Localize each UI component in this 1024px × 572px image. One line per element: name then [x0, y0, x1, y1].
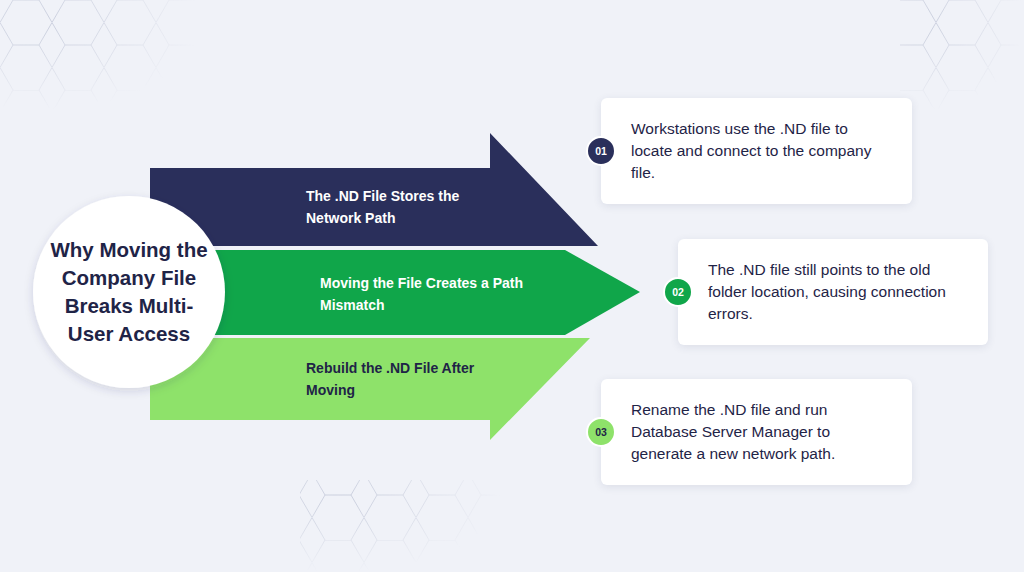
card-text: The .ND file still points to the old fol…	[708, 259, 966, 325]
title-circle-shape	[33, 196, 225, 388]
arrow-label: The .ND File Stores the Network Path	[306, 185, 486, 229]
arrow-band: Rebuild the .ND File After Moving	[306, 357, 486, 401]
callout-text: 01	[595, 145, 607, 157]
callout-text: 03	[595, 426, 607, 438]
arrow-band: The .ND File Stores the Network Path	[306, 185, 486, 229]
callout-number: 02	[663, 277, 693, 307]
description-card: Rename the .ND file and run Database Ser…	[601, 379, 912, 485]
arrow-shape	[150, 338, 590, 440]
description-card: Workstations use the .ND file to locate …	[601, 98, 912, 204]
hex-pattern	[300, 480, 500, 572]
card-text: Workstations use the .ND file to locate …	[631, 118, 890, 184]
hex-pattern	[900, 0, 1024, 110]
arrow-band: Moving the File Creates a Path Mismatch	[320, 272, 550, 316]
hex-pattern	[0, 0, 200, 110]
callout-text: 02	[672, 286, 684, 298]
callout-number: 03	[586, 417, 616, 447]
arrow-shape	[150, 133, 598, 246]
callout-number: 01	[586, 136, 616, 166]
card-text: Rename the .ND file and run Database Ser…	[631, 399, 890, 465]
title-text: Why Moving the Company File Breaks Multi…	[44, 236, 214, 348]
arrow-label: Rebuild the .ND File After Moving	[306, 357, 486, 401]
arrow-label: Moving the File Creates a Path Mismatch	[320, 272, 550, 316]
title-circle: Why Moving the Company File Breaks Multi…	[33, 164, 225, 420]
description-card: The .ND file still points to the old fol…	[678, 239, 988, 345]
